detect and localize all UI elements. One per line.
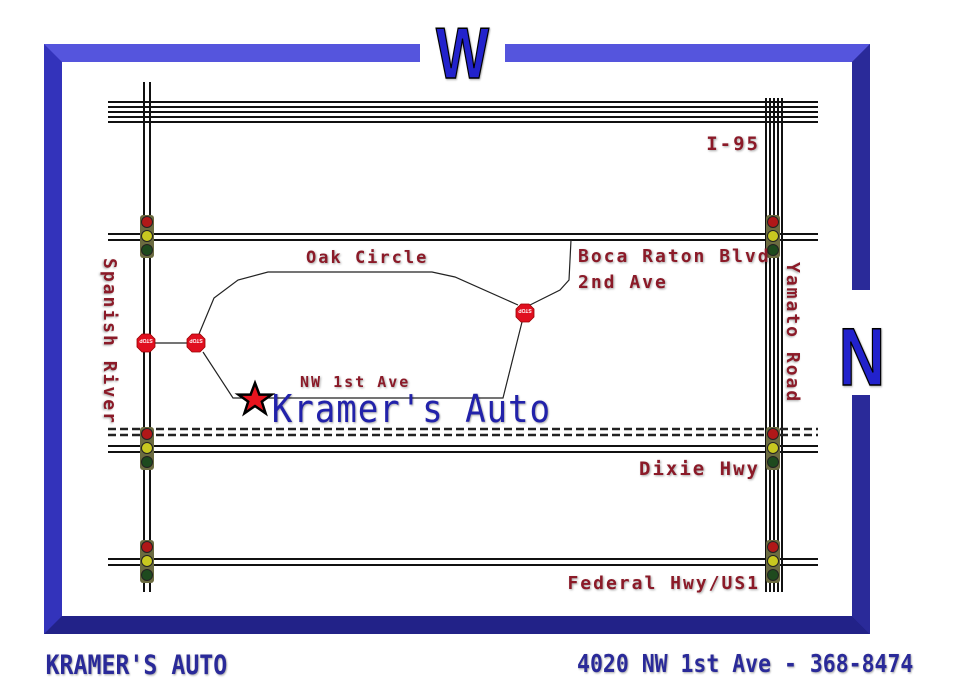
stop-sign: STOP xyxy=(136,333,156,353)
label-nw-1st-ave: NW 1st Ave xyxy=(300,373,410,391)
business-name: Kramer's Auto xyxy=(272,386,551,431)
stop-sign: STOP xyxy=(515,303,535,323)
label-federal-hwy: Federal Hwy/US1 xyxy=(567,573,760,594)
label-spanish-river: Spanish River xyxy=(99,258,120,425)
compass-west: W xyxy=(436,13,489,93)
traffic-light-icon xyxy=(140,427,154,470)
traffic-light-icon xyxy=(140,540,154,583)
road-federal xyxy=(108,558,818,566)
traffic-light-icon xyxy=(766,215,780,258)
road-i95 xyxy=(108,101,818,123)
svg-text:STOP: STOP xyxy=(189,337,203,343)
compass-north: N xyxy=(839,310,885,403)
road-yamato xyxy=(765,98,783,592)
label-dixie-hwy: Dixie Hwy xyxy=(639,458,760,480)
footer-business-name: KRAMER'S AUTO xyxy=(46,649,228,680)
stop-sign: STOP xyxy=(186,333,206,353)
svg-text:STOP: STOP xyxy=(139,337,153,343)
label-2nd-ave: 2nd Ave xyxy=(578,272,668,293)
traffic-light-icon xyxy=(140,215,154,258)
label-boca-raton-blvd: Boca Raton Blvd xyxy=(578,246,771,267)
traffic-light-icon xyxy=(766,540,780,583)
traffic-lights xyxy=(140,215,780,583)
label-oak-circle: Oak Circle xyxy=(306,248,428,268)
road-boca-raton xyxy=(108,233,818,241)
label-yamato-road: Yamato Road xyxy=(782,262,803,403)
railroad xyxy=(108,427,818,437)
traffic-light-icon xyxy=(766,427,780,470)
star-icon xyxy=(234,379,276,417)
label-i95: I-95 xyxy=(706,133,760,155)
road-dixie xyxy=(108,445,818,453)
svg-text:STOP: STOP xyxy=(518,307,532,313)
footer-address: 4020 NW 1st Ave - 368-8474 xyxy=(577,649,913,678)
